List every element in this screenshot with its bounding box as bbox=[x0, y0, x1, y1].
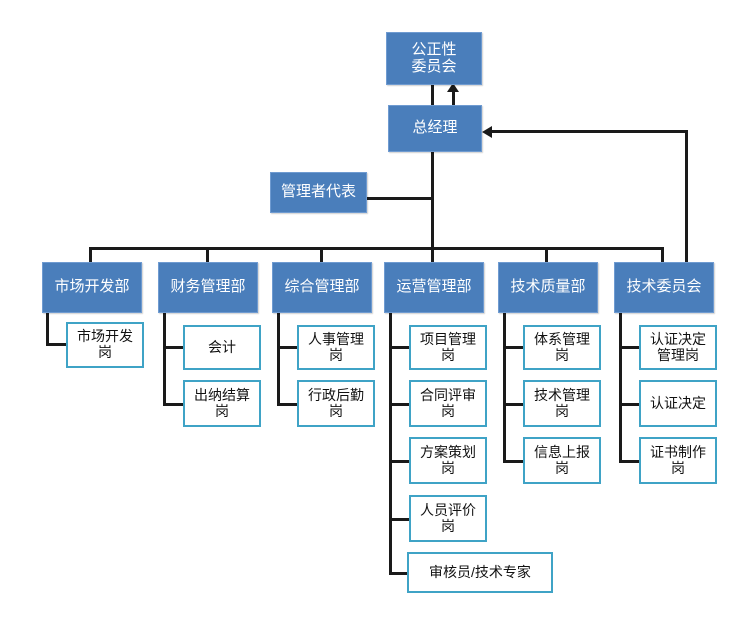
node-department-financial-management-label: 财务管理部 bbox=[170, 278, 246, 296]
node-position-hr-management-post[interactable]: 人事管理 岗 bbox=[297, 325, 375, 370]
node-department-operations-management-label: 运营管理部 bbox=[396, 278, 472, 296]
connector-branch-certification-decision-post bbox=[619, 403, 640, 406]
connector-spine-financial-management bbox=[163, 313, 166, 406]
connector-branch-technical-management-post bbox=[503, 403, 524, 406]
arrow-left-to-general-manager bbox=[482, 126, 492, 138]
node-position-contract-review-post-label: 合同评审 岗 bbox=[420, 386, 476, 419]
connector-spine-operations-management bbox=[389, 313, 392, 575]
connector-branch-certification-decision-management-post bbox=[619, 346, 640, 349]
node-position-auditor-technical-expert[interactable]: 审核员/技术专家 bbox=[407, 552, 553, 593]
node-general-manager[interactable]: 总经理 bbox=[388, 105, 482, 152]
node-position-scheme-planning-post-label: 方案策划 岗 bbox=[420, 443, 476, 476]
connector-drop-technical-committee bbox=[661, 247, 664, 263]
connector-branch-contract-review-post bbox=[389, 403, 410, 406]
node-position-auditor-technical-expert-label: 审核员/技术专家 bbox=[429, 563, 531, 580]
node-position-administration-logistics-post-label: 行政后勤 岗 bbox=[308, 386, 364, 419]
node-department-operations-management[interactable]: 运营管理部 bbox=[384, 262, 484, 313]
node-position-personnel-evaluation-post[interactable]: 人员评价 岗 bbox=[409, 495, 487, 542]
node-position-personnel-evaluation-post-label: 人员评价 岗 bbox=[420, 501, 476, 534]
node-position-certification-decision-post[interactable]: 认证决定 bbox=[639, 380, 717, 427]
connector-branch-auditor-technical-expert bbox=[389, 572, 410, 575]
node-impartiality-committee[interactable]: 公正性 委员会 bbox=[386, 32, 482, 85]
node-position-project-management-post[interactable]: 项目管理 岗 bbox=[409, 325, 487, 370]
node-position-technical-management-post[interactable]: 技术管理 岗 bbox=[523, 380, 601, 427]
connector-drop-technical-quality bbox=[545, 247, 548, 263]
connector-spine-technical-quality bbox=[503, 313, 506, 463]
connector-spine-comprehensive-management bbox=[277, 313, 280, 406]
connector-spine-technical-committee bbox=[619, 313, 622, 463]
node-department-technical-committee-label: 技术委员会 bbox=[626, 278, 702, 296]
node-position-certificate-production-post-label: 证书制作 岗 bbox=[650, 443, 706, 476]
connector-gm-trunk bbox=[431, 152, 434, 249]
node-position-accounting-post[interactable]: 会计 bbox=[183, 325, 261, 370]
node-position-hr-management-post-label: 人事管理 岗 bbox=[308, 330, 364, 363]
node-position-cashier-settlement-post[interactable]: 出纳结算 岗 bbox=[183, 380, 261, 427]
node-position-information-reporting-post[interactable]: 信息上报 岗 bbox=[523, 437, 601, 484]
node-department-comprehensive-management[interactable]: 综合管理部 bbox=[272, 262, 372, 313]
node-position-market-development-post-label: 市场开发 岗 bbox=[77, 328, 133, 360]
connector-technical-committee-to-gm-horizontal bbox=[492, 130, 688, 133]
connector-management-representative bbox=[366, 197, 434, 200]
node-position-certificate-production-post[interactable]: 证书制作 岗 bbox=[639, 437, 717, 484]
connector-branch-personnel-evaluation-post bbox=[389, 518, 410, 521]
node-position-administration-logistics-post[interactable]: 行政后勤 岗 bbox=[297, 380, 375, 427]
node-position-system-management-post-label: 体系管理 岗 bbox=[534, 330, 590, 363]
connector-spine-market-development bbox=[46, 313, 49, 346]
arrow-up-to-committee bbox=[447, 83, 459, 92]
node-department-technical-quality-label: 技术质量部 bbox=[510, 278, 586, 296]
node-position-cashier-settlement-post-label: 出纳结算 岗 bbox=[194, 386, 250, 419]
connector-drop-market-development bbox=[89, 247, 92, 263]
connector-branch-project-management-post bbox=[389, 346, 410, 349]
node-position-market-development-post[interactable]: 市场开发 岗 bbox=[66, 322, 144, 368]
connector-drop-comprehensive-management bbox=[320, 247, 323, 263]
node-position-certification-decision-management-post-label: 认证决定 管理岗 bbox=[650, 330, 706, 363]
connector-branch-hr-management-post bbox=[277, 346, 298, 349]
node-department-market-development-label: 市场开发部 bbox=[54, 278, 130, 296]
node-position-system-management-post[interactable]: 体系管理 岗 bbox=[523, 325, 601, 370]
node-department-technical-committee[interactable]: 技术委员会 bbox=[614, 262, 714, 313]
node-position-accounting-post-label: 会计 bbox=[208, 338, 236, 355]
node-position-project-management-post-label: 项目管理 岗 bbox=[420, 330, 476, 363]
connector-technical-committee-to-gm-vertical bbox=[685, 130, 688, 263]
node-position-certification-decision-post-label: 认证决定 bbox=[650, 394, 706, 411]
connector-branch-certificate-production-post bbox=[619, 460, 640, 463]
node-position-technical-management-post-label: 技术管理 岗 bbox=[534, 386, 590, 419]
connector-branch-system-management-post bbox=[503, 346, 524, 349]
node-department-technical-quality[interactable]: 技术质量部 bbox=[498, 262, 598, 313]
node-management-representative-label: 管理者代表 bbox=[280, 183, 356, 201]
connector-drop-financial-management bbox=[206, 247, 209, 263]
connector-gm-to-committee-arrow-stem bbox=[452, 90, 455, 106]
node-position-contract-review-post[interactable]: 合同评审 岗 bbox=[409, 380, 487, 427]
node-department-financial-management[interactable]: 财务管理部 bbox=[158, 262, 258, 313]
connector-branch-administration-logistics-post bbox=[277, 403, 298, 406]
connector-branch-scheme-planning-post bbox=[389, 460, 410, 463]
node-department-market-development[interactable]: 市场开发部 bbox=[42, 262, 142, 313]
node-department-comprehensive-management-label: 综合管理部 bbox=[284, 278, 360, 296]
connector-gm-to-committee-stem bbox=[431, 85, 434, 106]
node-position-information-reporting-post-label: 信息上报 岗 bbox=[534, 443, 590, 476]
connector-branch-market-development-post bbox=[46, 343, 67, 346]
connector-branch-cashier-settlement-post bbox=[163, 403, 184, 406]
node-position-certification-decision-management-post[interactable]: 认证决定 管理岗 bbox=[639, 325, 717, 370]
connector-branch-accounting-post bbox=[163, 346, 184, 349]
node-impartiality-committee-label: 公正性 委员会 bbox=[411, 40, 457, 75]
connector-branch-information-reporting-post bbox=[503, 460, 524, 463]
node-general-manager-label: 总经理 bbox=[412, 119, 458, 137]
connector-drop-operations-management bbox=[431, 247, 434, 263]
node-position-scheme-planning-post[interactable]: 方案策划 岗 bbox=[409, 437, 487, 484]
node-management-representative[interactable]: 管理者代表 bbox=[270, 172, 367, 213]
connector-department-bus bbox=[89, 247, 664, 250]
